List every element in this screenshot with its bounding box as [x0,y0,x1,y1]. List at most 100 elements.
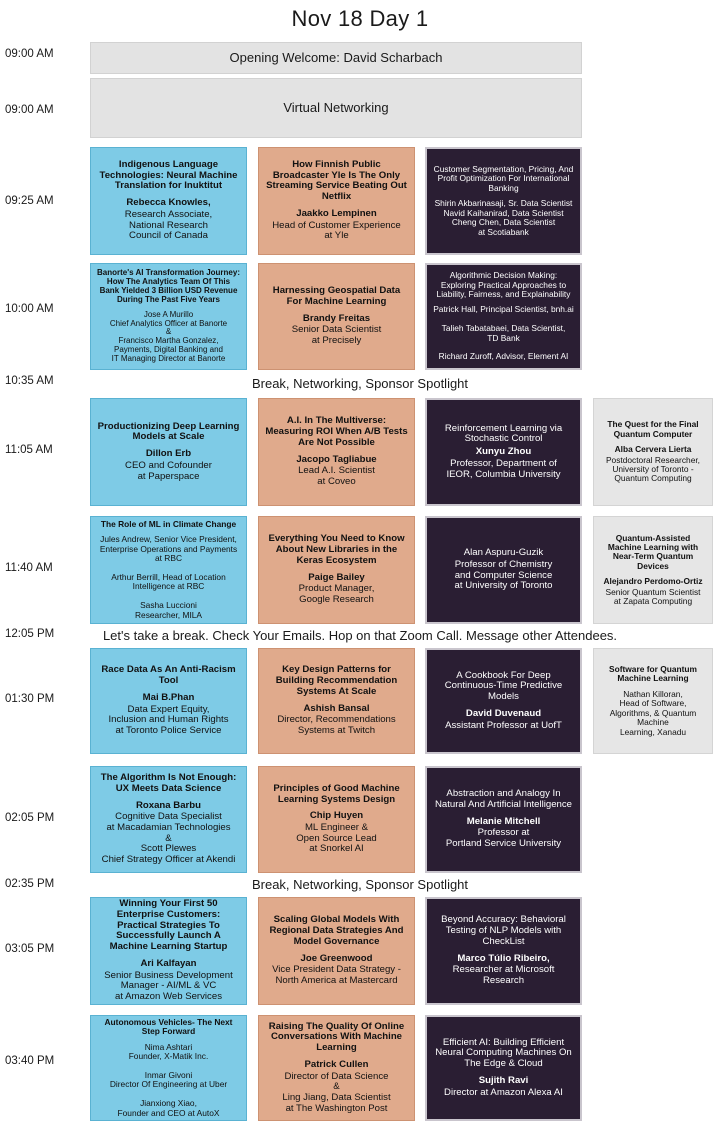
time-label: 09:00 AM [5,48,54,60]
session-card[interactable]: The Role of ML in Climate Change Jules A… [90,516,247,624]
session-speaker: Alba Cervera Lierta [614,444,692,455]
session-card[interactable]: Quantum-Assisted Machine Learning with N… [593,516,713,624]
session-card[interactable]: Autonomous Vehicles- The Next Step Forwa… [90,1015,247,1121]
session-speaker-role: CEO and Cofounder at Paperspace [125,459,212,482]
session-title: Customer Segmentation, Pricing, And Prof… [433,164,574,193]
session-speaker: Ari Kalfayan [140,957,197,969]
session-card[interactable]: Software for Quantum Machine Learning Na… [593,648,713,754]
session-speaker-role: Senior Business Development Manager - AI… [104,969,233,1003]
session-speaker-role: Professor, Department of IEOR, Columbia … [446,457,561,480]
session-title: Scaling Global Models With Regional Data… [269,914,404,947]
session-speaker: Xunyu Zhou [475,446,532,458]
virtual-networking-banner: Virtual Networking [90,78,582,138]
session-speaker-role: Research Associate, National Research Co… [124,208,213,242]
session-speaker: Joe Greenwood [300,952,373,964]
session-speaker-role: Assistant Professor at UofT [445,719,562,731]
session-card[interactable]: The Algorithm Is Not Enough: UX Meets Da… [90,766,247,873]
session-speaker-role: Cognitive Data Specialist at Macadamian … [101,811,236,866]
session-card[interactable]: A.I. In The Multiverse: Measuring ROI Wh… [258,398,415,506]
session-title: Beyond Accuracy: Behavioral Testing of N… [441,914,566,947]
opening-welcome-banner: Opening Welcome: David Scharbach [90,42,582,74]
session-speaker-role: Researcher at Microsoft Research [452,964,555,986]
session-speaker: Ashish Bansal [303,702,370,714]
session-speakers: Jules Andrew, Senior Vice President, Ent… [99,534,238,620]
session-title: Reinforcement Learning via Stochastic Co… [444,422,563,445]
session-card[interactable]: Beyond Accuracy: Behavioral Testing of N… [425,897,582,1005]
session-card[interactable]: Scaling Global Models With Regional Data… [258,897,415,1005]
time-label: 03:40 PM [5,1055,55,1067]
session-card[interactable]: Banorte's AI Transformation Journey: How… [90,263,247,370]
session-speaker-role: ML Engineer & Open Source Lead at Snorke… [296,822,377,855]
session-title: Everything You Need to Know About New Li… [268,533,405,566]
session-title: The Algorithm Is Not Enough: UX Meets Da… [100,772,237,794]
session-card[interactable]: Productionizing Deep Learning Models at … [90,398,247,506]
session-speaker-role: Head of Customer Experience at Yle [272,219,401,242]
session-speaker-role: Nathan Killoran, Head of Software, Algor… [609,688,697,737]
session-speaker: Roxana Barbu [135,799,202,811]
session-card[interactable]: How Finnish Public Broadcaster Yle Is Th… [258,147,415,255]
session-card[interactable]: Winning Your First 50 Enterprise Custome… [90,897,247,1005]
session-card[interactable]: Principles of Good Machine Learning Syst… [258,766,415,873]
session-speaker: Alan Aspuru-Guzik [463,547,544,559]
session-speakers: Shirin Akbarinasaji, Sr. Data Scientist … [434,198,573,237]
session-speaker: David Duvenaud [465,707,542,719]
session-card[interactable]: Efficient AI: Building Efficient Neural … [425,1015,582,1121]
session-card[interactable]: Alan Aspuru-Guzik Professor of Chemistry… [425,516,582,624]
session-title: Raising The Quality Of Online Conversati… [268,1020,405,1054]
session-title: Winning Your First 50 Enterprise Custome… [109,898,228,953]
session-title: How Finnish Public Broadcaster Yle Is Th… [266,158,407,203]
session-title: Key Design Patterns for Building Recomme… [275,664,398,697]
session-card[interactable]: Raising The Quality Of Online Conversati… [258,1015,415,1121]
session-card[interactable]: Everything You Need to Know About New Li… [258,516,415,624]
session-speaker-role: Data Expert Equity, Inclusion and Human … [108,703,229,736]
session-speaker: Sujith Ravi [478,1074,529,1086]
session-speakers: Nima Ashtari Founder, X-Matik Inc. Inmar… [109,1041,228,1118]
session-speaker-role: Professor at Portland Service University [445,827,562,850]
session-speaker: Jacopo Tagliabue [296,453,377,465]
session-card[interactable]: Indigenous Language Technologies: Neural… [90,147,247,255]
session-speaker: Dillon Erb [145,448,192,460]
session-card[interactable]: Key Design Patterns for Building Recomme… [258,648,415,754]
time-label: 01:30 PM [5,693,55,705]
session-card[interactable]: Algorithmic Decision Making: Exploring P… [425,263,582,370]
session-title: Abstraction and Analogy In Natural And A… [434,788,573,810]
session-speaker: Chip Huyen [309,810,364,822]
session-title: Algorithmic Decision Making: Exploring P… [436,270,571,299]
time-label: 10:00 AM [5,303,54,315]
session-card[interactable]: The Quest for the Final Quantum Computer… [593,398,713,506]
session-speaker: Rebecca Knowles, [126,197,211,209]
session-speaker: Marco Túlio Ribeiro, [457,952,550,964]
break-banner: Break, Networking, Sponsor Spotlight [251,877,469,892]
session-speaker-role: Director at Amazon Alexa AI [444,1086,563,1098]
lunch-break-banner: Let's take a break. Check Your Emails. H… [102,628,618,643]
session-card[interactable]: Race Data As An Anti-Racism Tool Mai B.P… [90,648,247,754]
session-speaker: Brandy Freitas [302,312,371,324]
session-title: Principles of Good Machine Learning Syst… [273,782,400,805]
session-speakers: Jose A Murillo Chief Analytics Officer a… [109,309,228,364]
session-title: Indigenous Language Technologies: Neural… [99,158,238,192]
session-speaker: Alejandro Perdomo-Ortiz [603,576,703,587]
session-speaker-role: Director of Data Science & Ling Jiang, D… [282,1070,391,1114]
session-speaker-role: Lead A.I. Scientist at Coveo [298,465,375,487]
session-card[interactable]: Customer Segmentation, Pricing, And Prof… [425,147,582,255]
session-speaker: Mai B.Phan [142,691,195,703]
session-speakers: Patrick Hall, Principal Scientist, bnh.a… [433,304,574,362]
session-speaker-role: Director, Recommendations Systems at Twi… [277,714,396,736]
session-card[interactable]: Abstraction and Analogy In Natural And A… [425,766,582,873]
session-speaker: Jaakko Lempinen [296,207,377,219]
session-title: Efficient AI: Building Efficient Neural … [435,1036,572,1070]
session-card[interactable]: Reinforcement Learning via Stochastic Co… [425,398,582,506]
session-speaker-role: Postdoctoral Researcher, University of T… [605,454,701,484]
session-card[interactable]: A Cookbook For Deep Continuous-Time Pred… [425,648,582,754]
time-label: 02:35 PM [5,878,55,890]
session-title: Software for Quantum Machine Learning [609,664,697,684]
session-title: A Cookbook For Deep Continuous-Time Pred… [444,669,563,703]
session-speaker: Patrick Cullen [304,1058,369,1070]
page-title: Nov 18 Day 1 [291,6,429,31]
session-title: Harnessing Geospatial Data For Machine L… [272,285,401,307]
session-card[interactable]: Harnessing Geospatial Data For Machine L… [258,263,415,370]
session-speaker-role: Product Manager, Google Research [298,583,375,605]
session-title: Quantum-Assisted Machine Learning with N… [607,532,699,571]
session-title: A.I. In The Multiverse: Measuring ROI Wh… [265,415,408,448]
time-label: 03:05 PM [5,943,55,955]
